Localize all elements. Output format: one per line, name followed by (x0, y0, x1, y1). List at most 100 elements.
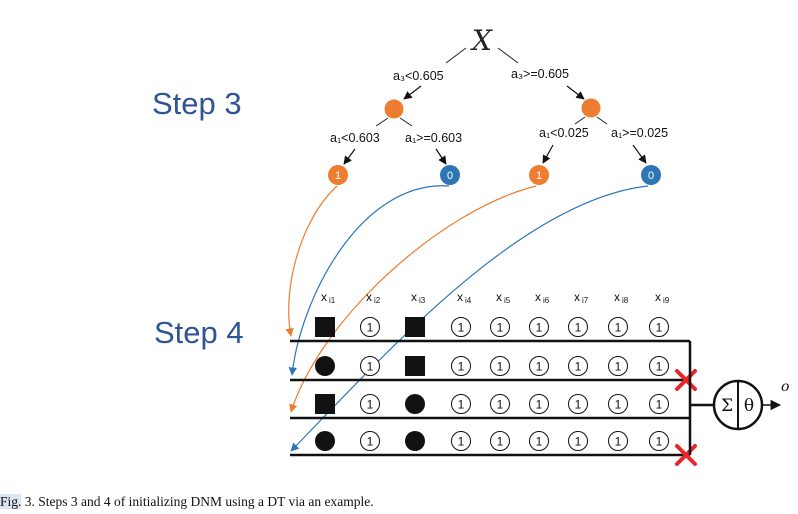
synapse-constant-one (608, 394, 628, 414)
input-label-base: x (535, 290, 541, 304)
left-node-right-edge (399, 117, 413, 127)
synapse-constant-one (649, 394, 669, 414)
left-left-split-label: a₁<0.603 (330, 131, 380, 145)
synapse-value: 1 (536, 321, 543, 335)
arrow-to-right-node (566, 85, 585, 100)
synapse-value: 1 (536, 398, 543, 412)
synapse-constant-one (490, 356, 510, 376)
input-label-sub: i3 (419, 296, 426, 305)
synapse-constant-one (360, 431, 380, 451)
right-left-split-label: a₁<0.025 (539, 126, 589, 140)
synapse-value: 1 (497, 398, 504, 412)
synapse-value: 1 (656, 435, 663, 449)
synapse-constant-zero (405, 394, 425, 414)
synapse-constant-one (451, 431, 471, 451)
arrow-to-leaf-3 (542, 144, 554, 164)
input-label-sub: i7 (582, 296, 589, 305)
synapse-constant-one (451, 317, 471, 337)
synapse-constant-one (649, 317, 669, 337)
synapse-value: 1 (458, 435, 465, 449)
input-label-sub: i2 (374, 296, 381, 305)
synapse-value: 1 (367, 435, 374, 449)
synapse-value: 1 (458, 360, 465, 374)
synapse-value: 1 (367, 321, 374, 335)
right-right-split-label: a₁>=0.025 (611, 126, 668, 140)
synapse-constant-one (529, 317, 549, 337)
synapse-value: 1 (575, 435, 582, 449)
right-node-right-edge (596, 116, 608, 125)
synapse-constant-one (451, 394, 471, 414)
synapse-inverse-square (405, 356, 425, 376)
synapse-value: 1 (497, 360, 504, 374)
synapse-constant-one (529, 431, 549, 451)
leaf-1-label: 1 (335, 170, 341, 182)
synapse-constant-zero (315, 356, 335, 376)
prune-x-icon (675, 444, 697, 466)
leaf-3-label: 1 (536, 170, 542, 182)
synapse-inverse-square (405, 317, 425, 337)
input-label-sub: i6 (543, 296, 550, 305)
input-label-base: x (574, 290, 580, 304)
leaf-to-dendrite-curves (285, 185, 649, 452)
synapse-value: 1 (575, 321, 582, 335)
input-label-sub: i9 (663, 296, 670, 305)
synapse-constant-one (608, 431, 628, 451)
figure-caption: Fig. 3. Steps 3 and 4 of initializing DN… (0, 494, 374, 510)
input-label-sub: i4 (465, 296, 472, 305)
curve-leaf2-to-dendrite2 (288, 185, 450, 376)
leaf-1-node (328, 165, 348, 185)
synapse-value: 1 (615, 435, 622, 449)
leaf-2-node (440, 165, 460, 185)
leaf-3-node (529, 165, 549, 185)
input-label-base: x (321, 290, 327, 304)
synapse-constant-one (360, 317, 380, 337)
synapse-value: 1 (615, 360, 622, 374)
curve-leaf1-to-dendrite1 (285, 185, 338, 337)
input-label-sub: i8 (622, 296, 629, 305)
synapse-constant-one (649, 431, 669, 451)
input-label-base: x (496, 290, 502, 304)
synapse-value: 1 (536, 435, 543, 449)
synapse-value: 1 (497, 321, 504, 335)
soma-theta: θ (744, 396, 754, 416)
caption-fig-label: Fig. (0, 494, 22, 509)
right-internal-node (581, 98, 601, 118)
right-split-label: a₃>=0.605 (511, 67, 569, 81)
output-label: o (781, 379, 789, 395)
synapse-value: 1 (656, 398, 663, 412)
synapse-value: 1 (536, 360, 543, 374)
synapse-constant-one (529, 356, 549, 376)
caption-text: 3. Steps 3 and 4 of initializing DNM usi… (21, 494, 374, 509)
synapse-constant-one (568, 317, 588, 337)
synapse-value: 1 (367, 398, 374, 412)
step3-label: Step 3 (152, 86, 242, 121)
synapse-constant-one (360, 394, 380, 414)
synapse-value: 1 (575, 398, 582, 412)
left-split-label: a₃<0.605 (393, 69, 444, 83)
arrow-to-leaf-2 (435, 148, 447, 165)
tree-root-label: X (470, 24, 493, 57)
input-label-base: x (411, 290, 417, 304)
synapse-constant-zero (315, 431, 335, 451)
arrow-to-left-node (403, 85, 422, 100)
synapse-constant-one (608, 317, 628, 337)
synapse-constant-zero (405, 431, 425, 451)
synapse-value: 1 (656, 360, 663, 374)
leaf-4-node (641, 165, 661, 185)
synapse-constant-one (529, 394, 549, 414)
input-label-sub: i5 (504, 296, 511, 305)
left-internal-node (384, 99, 404, 119)
synapse-value: 1 (458, 398, 465, 412)
synapse-constant-one (490, 431, 510, 451)
synapse-value: 1 (458, 321, 465, 335)
